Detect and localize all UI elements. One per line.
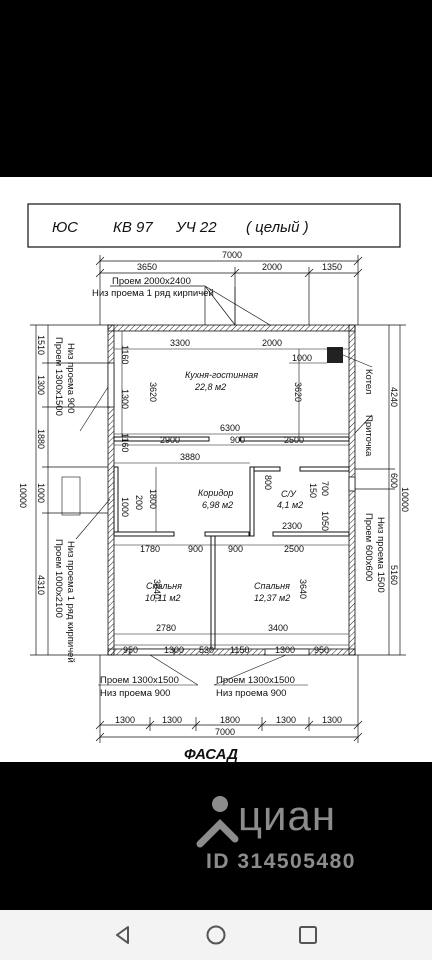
title-note: ( целый ) xyxy=(246,219,309,236)
bottom-dim-seg4: 1300 xyxy=(276,715,296,725)
right-dim-1: 4240 xyxy=(389,387,399,407)
right-dim-total: 10000 xyxy=(400,487,410,512)
kitchen-width: 6300 xyxy=(220,423,240,433)
wall-dim-bot4: 1150 xyxy=(230,645,249,655)
left-dim-4: 1000 xyxy=(36,483,46,503)
bathroom-name: С/У xyxy=(281,489,297,499)
kitchen-name: Кухня-гостинная xyxy=(185,370,258,380)
left-opening-top-sill: Низ проема 900 xyxy=(65,343,76,413)
top-dim-seg1: 3650 xyxy=(137,262,157,272)
bedroom1-area: 10,11 м2 xyxy=(145,593,181,603)
corridor-dim-small-b: 1000 xyxy=(120,497,130,517)
left-opening-bottom-size: Проем 1000х2100 xyxy=(53,539,64,618)
bottom-opening-left-size: Проем 1300х1500 xyxy=(100,675,179,686)
wall-dim-bot2: 1300 xyxy=(164,645,184,655)
vent-label: Приточка xyxy=(363,415,374,457)
corridor-dim-left-v: 1800 xyxy=(148,489,158,509)
triangle-back-icon[interactable] xyxy=(110,922,136,948)
bottom-dim-total: 7000 xyxy=(215,727,235,737)
bedroom2-name: Спальня xyxy=(254,581,290,591)
bedroom1-name: Спальня xyxy=(146,581,182,591)
bedroom1-width: 2780 xyxy=(156,623,176,633)
bedroom2-width: 3400 xyxy=(268,623,288,633)
kitchen-dim-right-v: 3620 xyxy=(293,382,303,402)
kitchen-dim-top-right: 2000 xyxy=(262,338,282,348)
corridor-dim-bot1: 1780 xyxy=(140,544,160,554)
kitchen-area: 22,8 м2 xyxy=(194,382,226,392)
circle-home-icon[interactable] xyxy=(203,922,229,948)
watermark-logo-text: циан xyxy=(238,792,337,839)
corridor-dim-bot3: 900 xyxy=(228,544,243,554)
bath-dim-v4: 1050 xyxy=(320,511,330,531)
kitchen-dim-bot1: 2900 xyxy=(160,435,180,445)
bedroom1-dim-v: 3640 xyxy=(152,579,162,599)
title-series: ЮС xyxy=(52,219,78,236)
left-opening-top-size: Проем 1300х1500 xyxy=(53,337,64,416)
top-dim-total: 7000 xyxy=(222,250,242,260)
kitchen-dim-small: 1000 xyxy=(292,353,312,363)
top-opening-size: Проем 2000х2400 xyxy=(112,276,191,287)
bathroom-area: 4,1 м2 xyxy=(277,500,303,510)
corridor-area: 6,98 м2 xyxy=(202,500,233,510)
wall-dim-bot1: 950 xyxy=(123,645,138,655)
bottom-opening-right-sill: Низ проема 900 xyxy=(216,688,286,699)
wall-dim-left-c: 1160 xyxy=(120,433,130,452)
boiler-fixture xyxy=(327,347,343,363)
bedroom2-dim-v: 3640 xyxy=(298,579,308,599)
bottom-dim-seg2: 1300 xyxy=(162,715,182,725)
bottom-opening-left-sill: Низ проема 900 xyxy=(100,688,170,699)
left-dim-2: 1300 xyxy=(36,375,46,395)
kitchen-dim-left-v: 3620 xyxy=(148,382,158,402)
image-viewer[interactable]: ЮС КВ 97 УЧ 22 ( целый ) 7000 3650 xyxy=(0,0,432,910)
top-opening-sill: Низ проема 1 ряд кирпичей xyxy=(92,288,214,299)
floor-plan-drawing: ЮС КВ 97 УЧ 22 ( целый ) 7000 3650 xyxy=(18,203,410,762)
bath-dim-v1: 800 xyxy=(263,475,273,490)
wall-dim-left-a: 1160 xyxy=(120,345,130,364)
bath-width: 2300 xyxy=(282,521,302,531)
facade-label: ФАСАД xyxy=(184,746,238,762)
bath-dim-v3: 700 xyxy=(320,481,330,496)
corridor-name: Коридор xyxy=(198,488,233,498)
wall-dim-bot6: 950 xyxy=(314,645,329,655)
bottom-opening-right-size: Проем 1300х1500 xyxy=(216,675,295,686)
right-opening-size: Проем 600х600 xyxy=(363,513,374,581)
watermark-id: ID 314505480 xyxy=(206,850,356,873)
left-dim-5: 4310 xyxy=(36,575,46,595)
kitchen-dim-top-left: 3300 xyxy=(170,338,190,348)
floor-plan-image: ЮС КВ 97 УЧ 22 ( целый ) 7000 3650 xyxy=(0,177,432,762)
title-section: УЧ 22 xyxy=(175,219,217,236)
bedroom2-area: 12,37 м2 xyxy=(254,593,290,603)
bottom-dim-seg1: 1300 xyxy=(115,715,135,725)
kitchen-dim-bot2: 900 xyxy=(230,435,245,445)
wall-dim-left-b: 1300 xyxy=(120,389,130,409)
right-dim-3: 5160 xyxy=(389,565,399,585)
title-block: КВ 97 xyxy=(113,219,153,236)
corridor-dim-bot4: 2500 xyxy=(284,544,304,554)
wall-dim-bot5: 1300 xyxy=(275,645,295,655)
left-dim-3: 1880 xyxy=(36,429,46,449)
boiler-label: Котел xyxy=(363,369,374,394)
interior-walls xyxy=(113,436,350,650)
system-nav-bar xyxy=(0,910,432,960)
title-box xyxy=(27,203,401,248)
left-opening-bottom-sill: Низ проема 1 ряд кирпичей xyxy=(65,541,76,663)
left-dim-total: 10000 xyxy=(18,483,28,508)
cian-logo-icon xyxy=(196,796,239,848)
kitchen-dim-bot3: 2500 xyxy=(284,435,304,445)
bottom-dim-seg3: 1800 xyxy=(220,715,240,725)
wall-dim-bot3: 530 xyxy=(199,645,214,655)
corridor-dim-small-a: 200 xyxy=(134,495,144,510)
corridor-dim-top: 3880 xyxy=(180,452,200,462)
bottom-dim-seg5: 1300 xyxy=(322,715,342,725)
left-dim-1: 1510 xyxy=(36,335,46,355)
right-opening-sill: Низ проема 1500 xyxy=(375,517,386,593)
top-dim-seg2: 2000 xyxy=(262,262,282,272)
bath-dim-v2: 150 xyxy=(308,483,318,498)
corridor-dim-bot2: 900 xyxy=(188,544,203,554)
top-dim-seg3: 1350 xyxy=(322,262,342,272)
square-recent-icon[interactable] xyxy=(295,922,321,948)
right-dim-2: 600 xyxy=(389,473,399,488)
